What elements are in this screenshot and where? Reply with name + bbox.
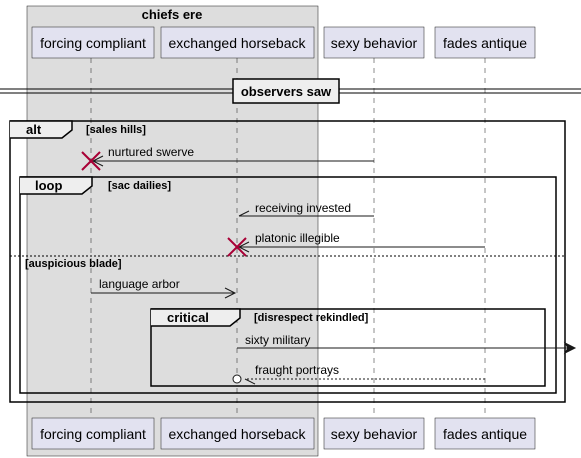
divider-observers-saw: observers saw <box>0 78 581 104</box>
destroy-x-mark <box>227 237 247 257</box>
message-language-arbor: language arbor <box>91 277 237 299</box>
participant-sexy-behavior-bottom[interactable]: sexy behavior <box>323 417 425 450</box>
participant-forcing-compliant-bottom[interactable]: forcing compliant <box>31 417 155 450</box>
svg-text:forcing compliant: forcing compliant <box>40 426 146 442</box>
alt-else-condition: [auspicious blade] <box>25 258 122 270</box>
loop-condition: [sac dailies] <box>108 180 171 192</box>
svg-text:language arbor: language arbor <box>99 277 180 291</box>
participant-fades-antique-top[interactable]: fades antique <box>434 26 536 59</box>
svg-text:observers saw: observers saw <box>241 84 332 99</box>
destroy-x-mark <box>81 151 101 171</box>
alt-keyword: alt <box>26 122 42 137</box>
message-sixty-military: sixty military <box>237 333 577 355</box>
svg-text:sixty military: sixty military <box>245 333 310 347</box>
critical-keyword: critical <box>167 310 209 325</box>
svg-text:nurtured swerve: nurtured swerve <box>108 145 194 159</box>
fragment-alt: alt [sales hills] [auspicious blade] <box>9 120 566 403</box>
fragment-critical: critical [disrespect rekindled] <box>150 308 546 387</box>
svg-text:fades antique: fades antique <box>443 426 527 442</box>
svg-text:forcing compliant: forcing compliant <box>40 35 146 51</box>
participant-sexy-behavior-top[interactable]: sexy behavior <box>323 26 425 59</box>
svg-text:receiving invested: receiving invested <box>255 201 351 215</box>
message-fraught-portrays: fraught portrays <box>232 363 485 385</box>
message-nurtured-swerve: nurtured swerve <box>81 145 374 171</box>
participant-fades-antique-bottom[interactable]: fades antique <box>434 417 536 450</box>
message-receiving-invested: receiving invested <box>238 201 374 217</box>
loop-keyword: loop <box>35 178 62 193</box>
critical-condition: [disrespect rekindled] <box>254 312 369 324</box>
participant-exchanged-horseback-top[interactable]: exchanged horseback <box>160 26 315 59</box>
svg-text:sexy behavior: sexy behavior <box>331 426 418 442</box>
participant-exchanged-horseback-bottom[interactable]: exchanged horseback <box>160 417 315 450</box>
participant-forcing-compliant-top[interactable]: forcing compliant <box>31 26 155 59</box>
fragment-loop: loop [sac dailies] <box>19 176 557 394</box>
group-box-title: chiefs ere <box>142 7 203 22</box>
alt-condition: [sales hills] <box>86 124 146 136</box>
svg-text:sexy behavior: sexy behavior <box>331 35 418 51</box>
svg-text:exchanged horseback: exchanged horseback <box>169 426 307 442</box>
svg-text:fraught portrays: fraught portrays <box>255 363 339 377</box>
svg-text:exchanged horseback: exchanged horseback <box>169 35 307 51</box>
svg-text:fades antique: fades antique <box>443 35 527 51</box>
svg-text:platonic illegible: platonic illegible <box>255 231 340 245</box>
message-platonic-illegible: platonic illegible <box>227 231 485 257</box>
